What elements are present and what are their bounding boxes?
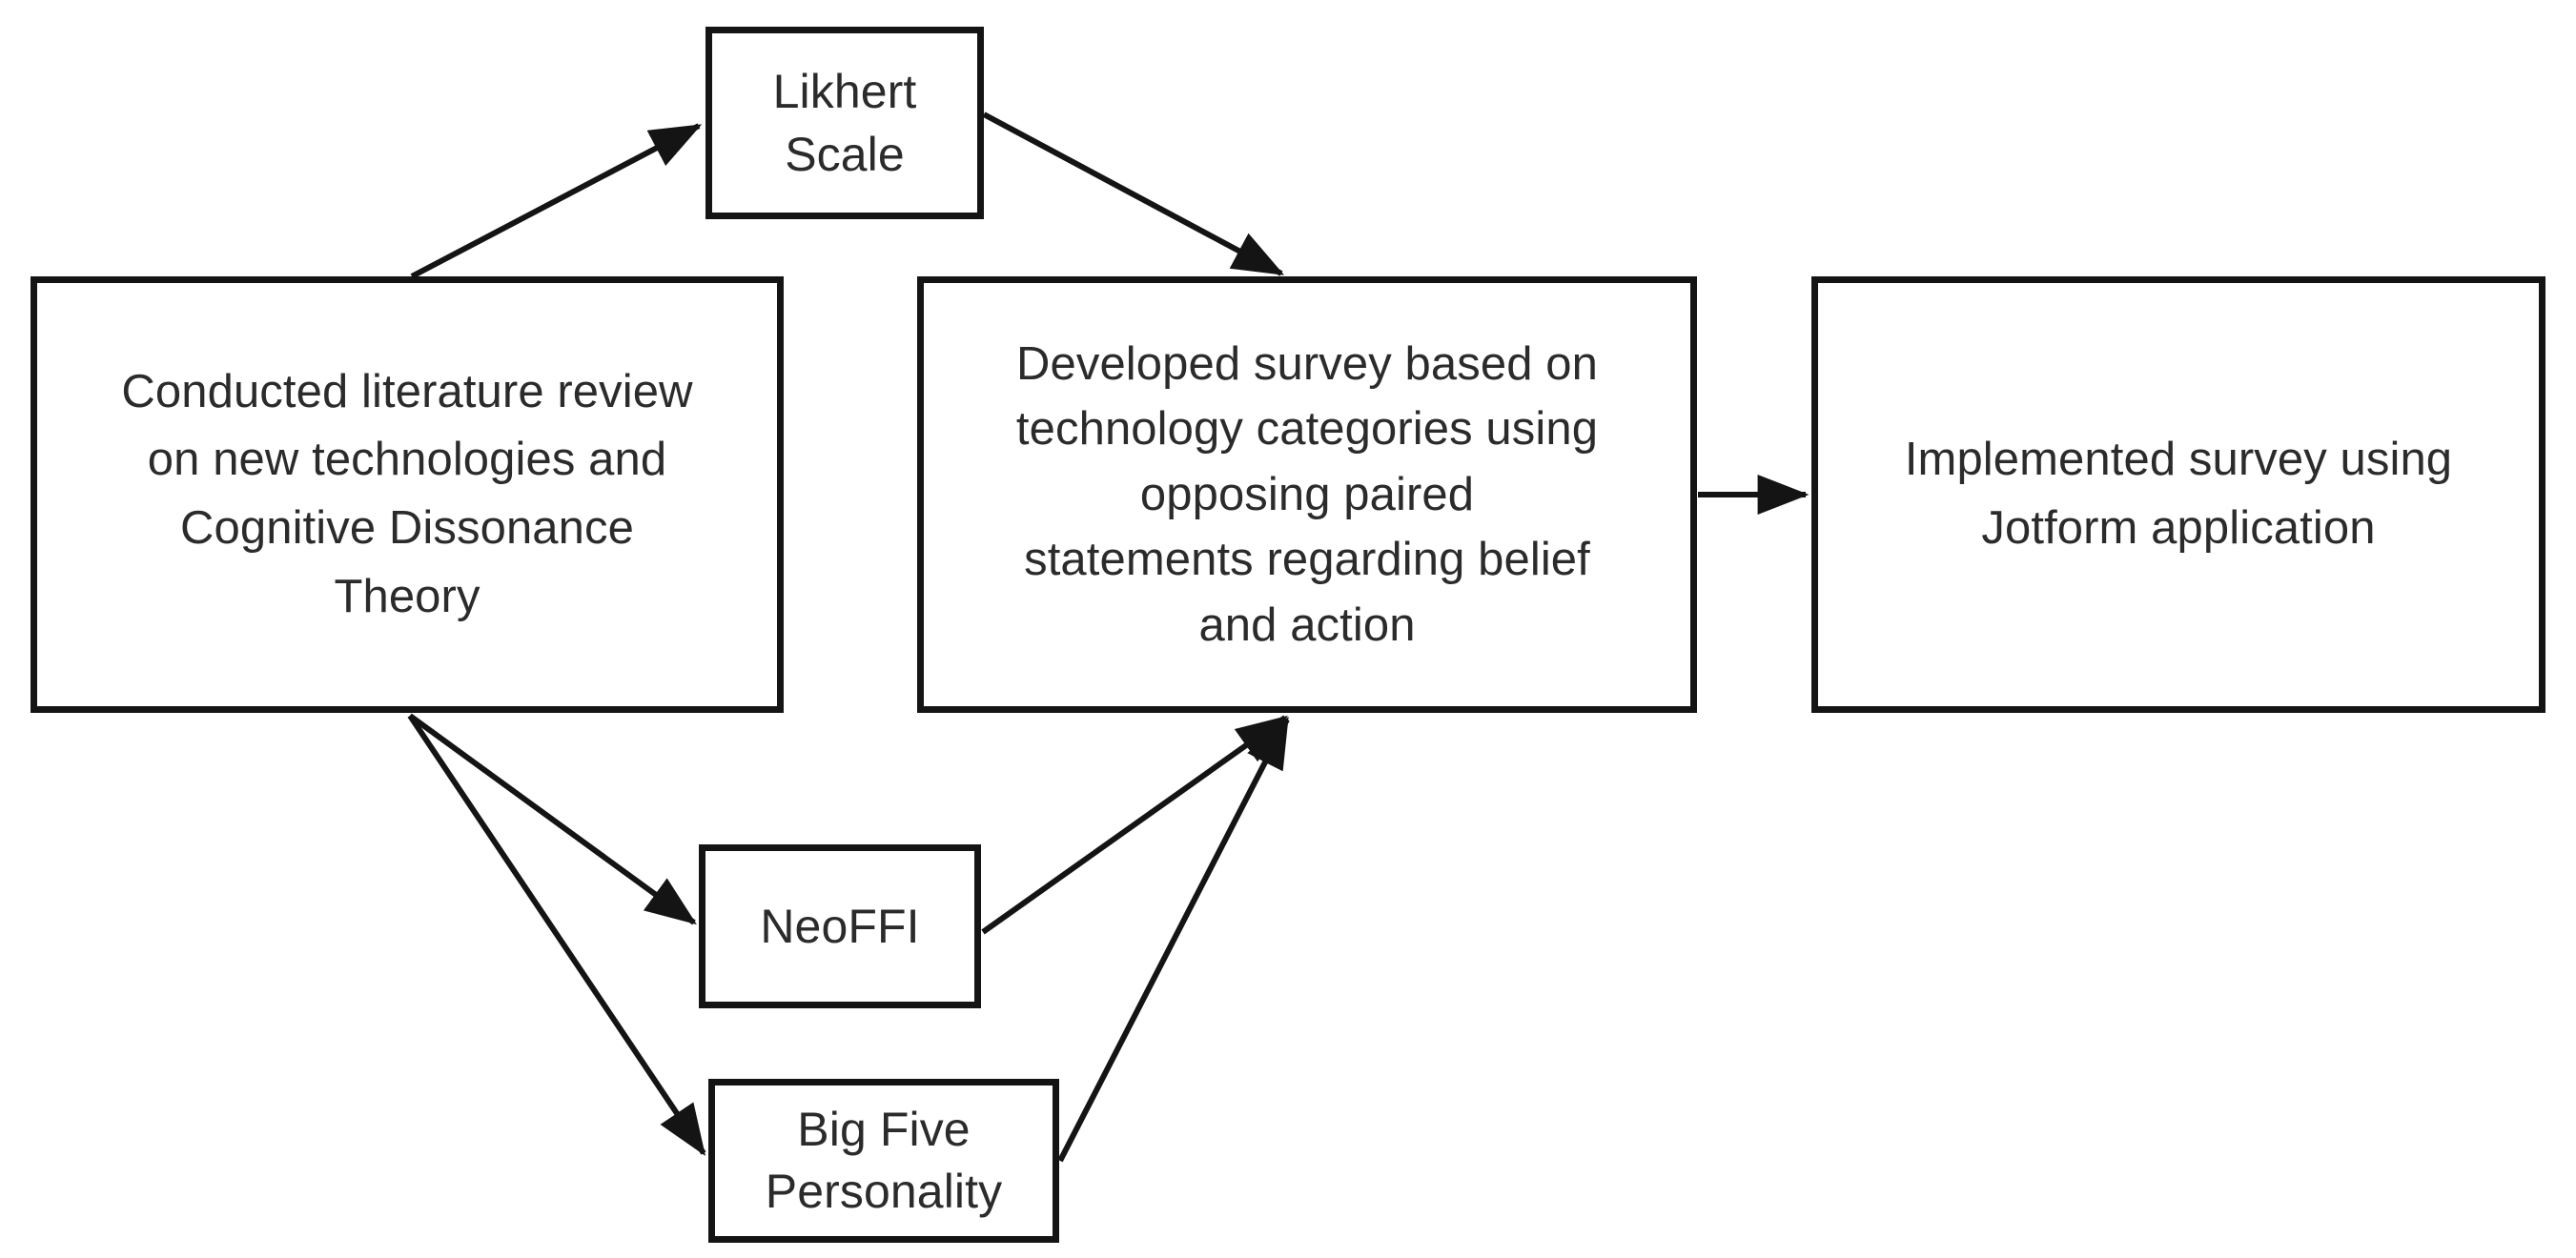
node-developed-survey-label: Developed survey based on technology cat… (1015, 337, 1599, 651)
node-neoffi[interactable]: NeoFFI (699, 844, 981, 1008)
edge-bigfive-survey (1057, 716, 1290, 1163)
edge-literature-likhert (410, 123, 703, 279)
edge-likhert-survey (982, 112, 1285, 276)
edge-neoffi-survey (981, 715, 1288, 935)
node-likhert-scale-label: Likhert Scale (772, 65, 917, 181)
edge-literature-bigfive (407, 714, 706, 1156)
node-implemented-survey[interactable]: Implemented survey using Jotform applica… (1811, 276, 2545, 713)
edge-literature-neoffi (408, 713, 697, 925)
node-neoffi-label: NeoFFI (760, 900, 920, 953)
node-likhert-scale[interactable]: Likhert Scale (705, 27, 984, 219)
node-big-five-personality-label: Big Five Personality (765, 1103, 1003, 1218)
node-implemented-survey-label: Implemented survey using Jotform applica… (1904, 434, 2453, 554)
node-conducted-literature-review-label: Conducted literature review on new techn… (121, 365, 693, 622)
node-conducted-literature-review[interactable]: Conducted literature review on new techn… (31, 276, 784, 713)
node-developed-survey[interactable]: Developed survey based on technology cat… (917, 276, 1697, 713)
node-big-five-personality[interactable]: Big Five Personality (708, 1079, 1059, 1243)
